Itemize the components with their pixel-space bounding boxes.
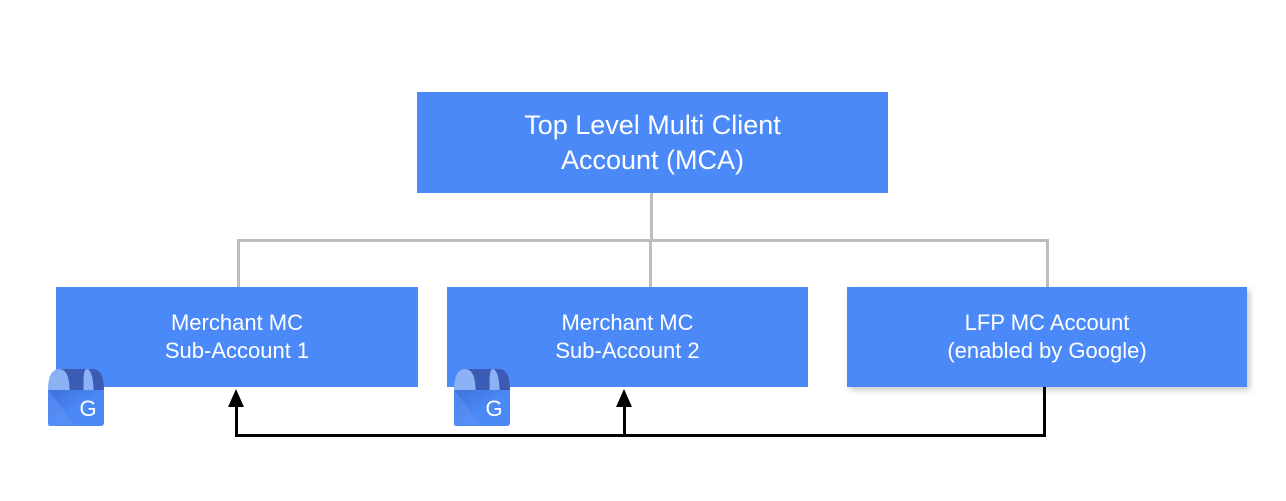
gmb-g-letter: G bbox=[79, 396, 96, 421]
node-merchant-sub-account-1[interactable]: Merchant MC Sub-Account 1 bbox=[56, 287, 418, 387]
node-lfp-mc-account-label: LFP MC Account (enabled by Google) bbox=[947, 309, 1147, 363]
arrowhead-to-sub1 bbox=[228, 389, 244, 407]
node-merchant-sub-account-1-label: Merchant MC Sub-Account 1 bbox=[164, 309, 310, 363]
gmb-g-letter: G bbox=[485, 396, 502, 421]
connector-drop-sub1 bbox=[237, 239, 240, 288]
connector-drop-lfp bbox=[1046, 239, 1049, 288]
google-my-business-storefront-icon: G bbox=[448, 366, 516, 428]
arrowhead-to-sub2 bbox=[616, 389, 632, 407]
node-top-level-mca-label: Top Level Multi Client Account (MCA) bbox=[524, 109, 781, 175]
connector-horizontal-bus bbox=[237, 239, 1049, 242]
node-merchant-sub-account-2[interactable]: Merchant MC Sub-Account 2 bbox=[447, 287, 808, 387]
connector-drop-sub2 bbox=[649, 239, 652, 288]
feedback-line-up-sub1 bbox=[235, 398, 238, 437]
feedback-line-lfp-down bbox=[1043, 387, 1046, 437]
node-lfp-mc-account[interactable]: LFP MC Account (enabled by Google) bbox=[847, 287, 1247, 387]
feedback-line-up-sub2 bbox=[623, 398, 626, 437]
node-merchant-sub-account-2-label: Merchant MC Sub-Account 2 bbox=[555, 309, 700, 363]
feedback-line-horizontal bbox=[235, 434, 1046, 437]
node-top-level-mca[interactable]: Top Level Multi Client Account (MCA) bbox=[417, 92, 888, 193]
google-my-business-storefront-icon: G bbox=[42, 366, 110, 428]
connector-mca-stem bbox=[650, 193, 653, 241]
